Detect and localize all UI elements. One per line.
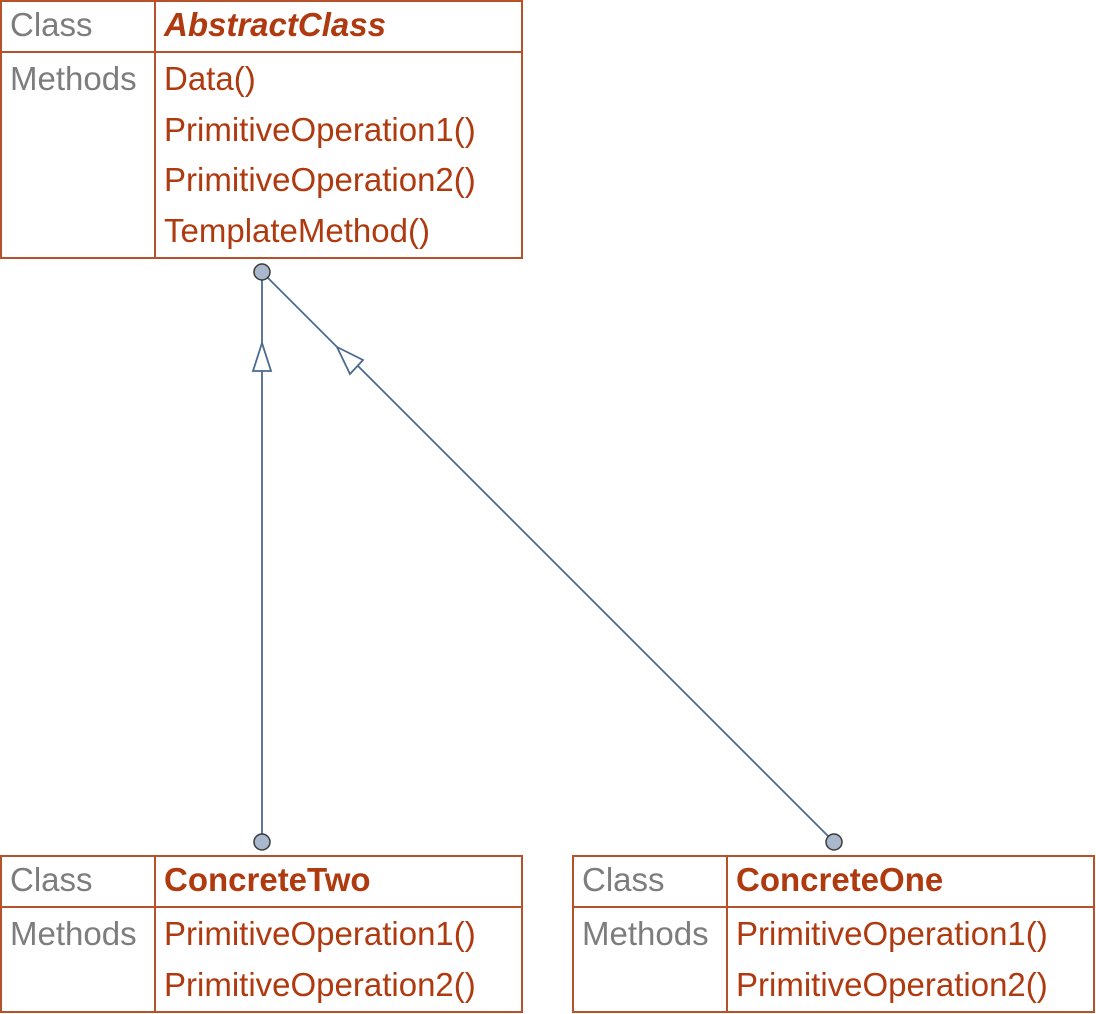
method-primitive-operation-1: PrimitiveOperation1()	[736, 915, 1048, 952]
concrete-one-name: ConcreteOne	[736, 861, 944, 898]
methods-label: Methods	[2, 53, 156, 257]
class-label: Class	[574, 857, 728, 906]
concrete-two-methods: PrimitiveOperation1() PrimitiveOperation…	[156, 908, 521, 1011]
edge-start-dot	[825, 833, 843, 851]
concrete-two-methods-row: Methods PrimitiveOperation1() PrimitiveO…	[2, 908, 521, 1011]
inheritance-arrowhead-icon	[335, 345, 365, 376]
methods-label: Methods	[2, 908, 156, 1011]
abstract-class-methods: Data() PrimitiveOperation1() PrimitiveOp…	[156, 53, 521, 257]
inheritance-arrowhead-icon	[251, 340, 273, 372]
abstract-class-name: AbstractClass	[164, 6, 386, 43]
concrete-two-header-row: Class ConcreteTwo	[2, 857, 521, 908]
concrete-one-header-row: Class ConcreteOne	[574, 857, 1093, 908]
method-primitive-operation-2: PrimitiveOperation2()	[736, 965, 1048, 1003]
edge-line	[356, 364, 835, 843]
concrete-two-name: ConcreteTwo	[164, 861, 371, 898]
concrete-one-box: Class ConcreteOne Methods PrimitiveOpera…	[572, 855, 1095, 1013]
methods-label: Methods	[574, 908, 728, 1011]
method-primitive-operation-1: PrimitiveOperation1()	[164, 110, 476, 148]
edge-line	[261, 271, 338, 348]
concrete-one-methods-row: Methods PrimitiveOperation1() PrimitiveO…	[574, 908, 1093, 1011]
concrete-two-box: Class ConcreteTwo Methods PrimitiveOpera…	[0, 855, 523, 1013]
method-primitive-operation-2: PrimitiveOperation2()	[164, 965, 476, 1003]
method-template-method: TemplateMethod()	[164, 211, 430, 249]
concrete-one-methods: PrimitiveOperation1() PrimitiveOperation…	[728, 908, 1093, 1011]
edge-start-dot	[253, 833, 271, 851]
abstract-class-box: Class AbstractClass Methods Data() Primi…	[0, 0, 523, 259]
class-label: Class	[2, 857, 156, 906]
method-primitive-operation-2: PrimitiveOperation2()	[164, 161, 476, 198]
edge-end-dot	[253, 263, 271, 281]
concrete-one-inheritance-edge	[261, 271, 843, 851]
concrete-two-inheritance-edge	[251, 272, 273, 851]
method-data: Data()	[164, 60, 256, 97]
class-label: Class	[2, 2, 156, 51]
abstract-class-header-row: Class AbstractClass	[2, 2, 521, 53]
method-primitive-operation-1: PrimitiveOperation1()	[164, 915, 476, 952]
abstract-class-methods-row: Methods Data() PrimitiveOperation1() Pri…	[2, 53, 521, 257]
